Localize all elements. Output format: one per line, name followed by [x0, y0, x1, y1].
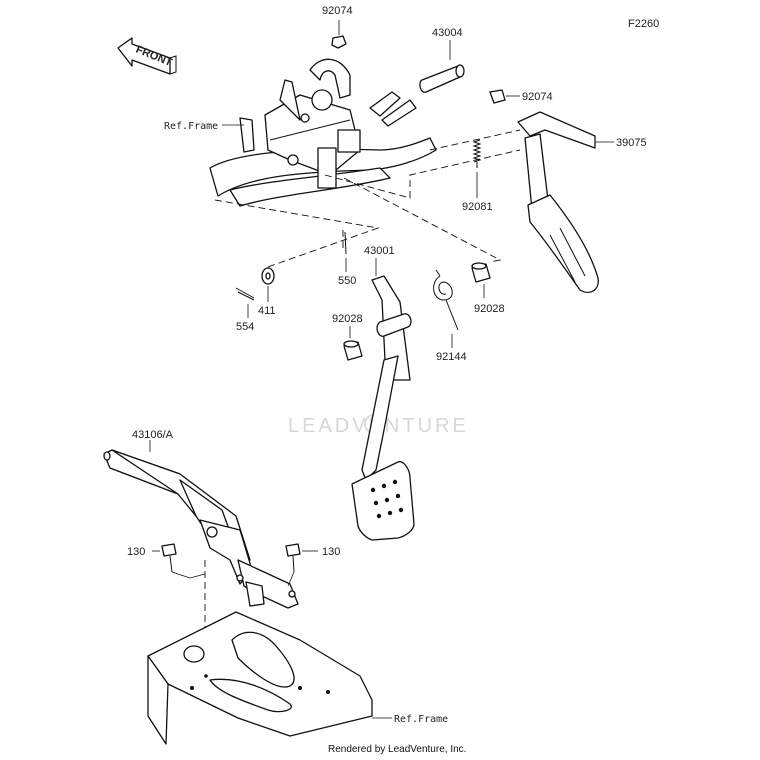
- footer-credit: Rendered by LeadVenture, Inc.: [328, 744, 466, 755]
- accelerator-pedal-39075: 39075: [429, 111, 647, 293]
- diagram-code: F2260: [628, 18, 659, 30]
- label-92144: 92144: [436, 351, 467, 363]
- label-411: 411: [258, 305, 276, 317]
- shaft-43004: 43004: [419, 27, 465, 93]
- label-130-right: 130: [322, 546, 340, 558]
- label-92074-right: 92074: [522, 91, 553, 103]
- parking-brake-lever-43106: 43106/A: [103, 429, 299, 609]
- ref-frame-bottom: Ref.Frame: [394, 714, 448, 725]
- label-550: 550: [338, 275, 356, 287]
- spring-92081: 92081: [462, 139, 493, 213]
- label-92028-left: 92028: [332, 313, 363, 325]
- label-43001: 43001: [364, 245, 395, 257]
- washer-411: 411: [258, 267, 276, 317]
- torsion-spring-92144: 92144: [433, 269, 467, 363]
- cap-92074-right: 92074: [489, 89, 553, 104]
- brake-pedal-43001: 43001: [351, 245, 415, 541]
- floor-frame-bottom: [147, 611, 392, 745]
- label-92081: 92081: [462, 201, 493, 213]
- cotter-pin-554: 554: [235, 287, 254, 333]
- ref-frame-top: Ref.Frame: [164, 121, 218, 132]
- bushing-92028-left: 92028: [332, 313, 363, 361]
- cap-92074-top: 92074: [322, 5, 353, 49]
- bushing-92028-right: 92028: [471, 262, 505, 315]
- pin-550: 550: [338, 231, 356, 287]
- label-554: 554: [236, 321, 254, 333]
- label-39075: 39075: [616, 137, 647, 149]
- bolt-130-right: 130: [285, 543, 340, 573]
- label-130-left: 130: [127, 546, 145, 558]
- label-92028-right: 92028: [474, 303, 505, 315]
- label-43106: 43106/A: [132, 429, 174, 441]
- bolt-130-left: 130: [127, 543, 177, 573]
- front-arrow-icon: FRONT: [117, 37, 177, 75]
- label-43004: 43004: [432, 27, 463, 39]
- pedal-bracket-frame: [209, 58, 437, 207]
- label-92074-top: 92074: [322, 5, 353, 17]
- pedal-holes: [370, 479, 404, 519]
